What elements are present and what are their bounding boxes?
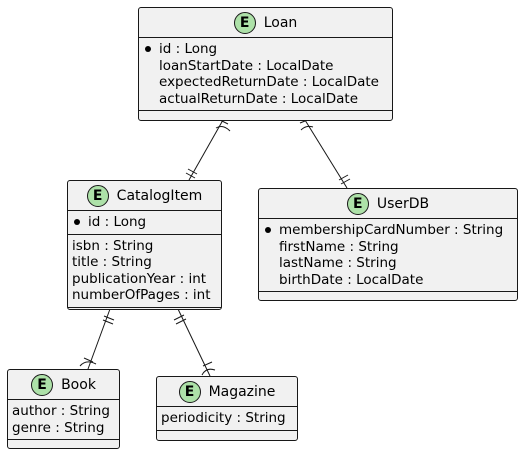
attribute-row: id : Long: [145, 41, 392, 58]
entity-book-header: E Book: [8, 370, 119, 400]
entity-badge-icon: E: [346, 192, 369, 215]
attribute-row: author : String: [12, 403, 110, 419]
attribute-row: genre : String: [12, 419, 105, 436]
attribute-row: numberOfPages : int: [72, 287, 211, 303]
relation-catalogitem-magazine: [173, 308, 216, 377]
attribute-row: publicationYear : int: [72, 270, 207, 287]
entity-catalogitem-methods: [68, 308, 221, 316]
entity-book-attributes: author : String genre : String: [8, 400, 119, 440]
attribute-row: isbn : String: [72, 237, 154, 254]
attribute-row: periodicity : String: [161, 410, 286, 426]
entity-badge-icon: E: [31, 373, 54, 396]
entity-catalogitem-key-attributes: id : Long: [68, 211, 221, 235]
attribute-row: lastName : String: [279, 255, 397, 271]
entity-book: E Book author : String genre : String: [7, 369, 120, 449]
entity-loan-header: E Loan: [139, 8, 392, 38]
relation-loan-userdb: [299, 118, 351, 189]
entity-magazine-name: Magazine: [208, 383, 276, 400]
entity-magazine: E Magazine periodicity : String: [156, 376, 298, 441]
entity-badge-icon: E: [233, 11, 256, 34]
entity-magazine-attributes: periodicity : String: [157, 407, 297, 431]
attribute-row: title : String: [72, 254, 152, 270]
relation-loan-catalogitem: [185, 118, 231, 181]
relation-catalogitem-book: [79, 308, 115, 370]
entity-userdb-methods: [259, 292, 517, 300]
entity-userdb-attributes: membershipCardNumber : String firstName …: [259, 219, 517, 292]
attribute-row: membershipCardNumber : String: [265, 222, 517, 239]
attribute-row: firstName : String: [279, 238, 399, 255]
entity-book-name: Book: [61, 376, 96, 393]
entity-magazine-methods: [157, 431, 297, 439]
entity-book-methods: [8, 440, 119, 448]
entity-catalogitem-header: E CatalogItem: [68, 181, 221, 211]
entity-catalogitem-name: CatalogItem: [116, 187, 203, 204]
entity-catalogitem-attributes: isbn : String title : String publication…: [68, 235, 221, 308]
entity-loan-name: Loan: [263, 14, 298, 31]
attribute-row: birthDate : LocalDate: [279, 271, 424, 288]
attribute-row: actualReturnDate : LocalDate: [159, 90, 359, 107]
entity-userdb-name: UserDB: [376, 195, 430, 212]
entity-badge-icon: E: [178, 380, 201, 403]
entity-loan-methods: [139, 111, 392, 119]
entity-loan-attributes: id : Long loanStartDate : LocalDate expe…: [139, 38, 392, 111]
entity-userdb-header: E UserDB: [259, 189, 517, 219]
attribute-row: id : Long: [74, 214, 221, 231]
entity-catalogitem: E CatalogItem id : Long isbn : String ti…: [67, 180, 222, 310]
entity-userdb: E UserDB membershipCardNumber : String f…: [258, 188, 518, 301]
entity-loan: E Loan id : Long loanStartDate : LocalDa…: [138, 7, 393, 121]
entity-magazine-header: E Magazine: [157, 377, 297, 407]
attribute-row: expectedReturnDate : LocalDate: [159, 74, 379, 90]
attribute-row: loanStartDate : LocalDate: [159, 57, 334, 74]
entity-badge-icon: E: [86, 184, 109, 207]
